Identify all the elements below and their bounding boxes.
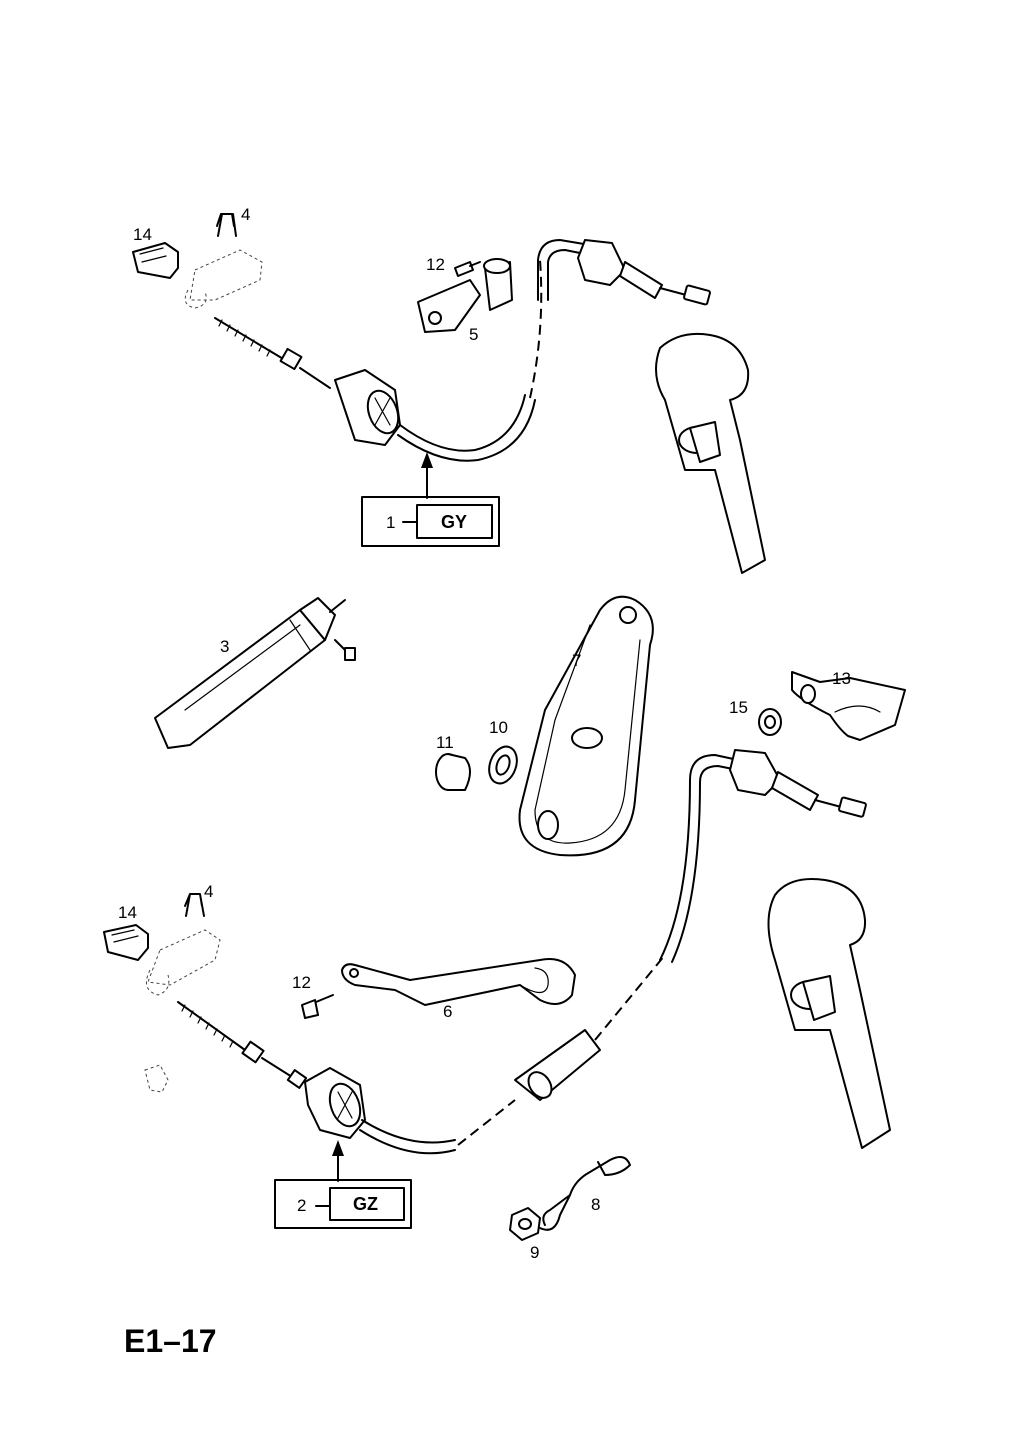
callout-2: 2 — [297, 1196, 306, 1215]
cable-run-bottom-a-outer — [359, 1129, 456, 1155]
part-12-screw-bottom — [301, 994, 334, 1019]
cable-run-top-dashed — [529, 259, 543, 399]
cable-run-top-a-outer — [397, 399, 536, 462]
cable-run-top-a — [399, 394, 526, 452]
callout-14-bottom: 14 — [118, 903, 137, 922]
cable-run-bottom-a — [361, 1119, 456, 1144]
part-14-clip-block-top — [132, 242, 179, 279]
part-4-spring-clip-top — [216, 213, 237, 237]
clutch-pedal-top — [655, 332, 766, 574]
callout-7: 7 — [572, 651, 581, 670]
part-11-bush — [435, 753, 471, 791]
cable-run-bottom-dashed-b — [594, 954, 666, 1041]
callout-4-bottom: 4 — [204, 882, 213, 901]
part-15-washer — [758, 708, 782, 736]
cable-run-bottom-b — [659, 754, 739, 961]
box-code-gy: GY — [441, 512, 467, 532]
ghost-clip-bottom — [144, 1064, 169, 1093]
callout-12-top: 12 — [426, 255, 445, 274]
part-13-bracket — [791, 671, 906, 741]
callout-4-top: 4 — [241, 205, 250, 224]
callout-12-bottom: 12 — [292, 973, 311, 992]
cable-pedal-end-bottom — [729, 749, 867, 818]
page-reference: E1–17 — [124, 1323, 217, 1359]
bottom-assembly — [103, 749, 891, 1241]
callout-3: 3 — [220, 637, 229, 656]
cable-run-top-b — [537, 239, 591, 301]
cable-run-bottom-dashed-a — [457, 1099, 516, 1146]
part-5-bracket — [417, 258, 513, 333]
part-8-retaining-spring — [539, 1155, 631, 1231]
part-12-screw-top — [454, 261, 481, 277]
callout-labels: 14 4 12 5 1 GY 3 7 13 15 11 10 14 4 12 6… — [118, 205, 851, 1359]
ghost-bracket-top — [184, 249, 263, 309]
part-9-nut — [509, 1207, 541, 1241]
box-code-gz: GZ — [353, 1194, 378, 1214]
cable-pedal-end-top — [577, 239, 711, 306]
cable-run-bottom-b-outer — [671, 765, 739, 963]
part-14-clip-block-bottom — [103, 924, 149, 961]
cable-threaded-end-top — [214, 317, 331, 389]
cable-sleeve-bottom — [514, 1029, 601, 1101]
callout-14-top: 14 — [133, 225, 152, 244]
ghost-bracket-bottom — [145, 929, 221, 996]
clutch-pedal-bottom — [767, 878, 891, 1149]
cable-run-top-b-outer — [547, 249, 591, 301]
part-7-lever-plate — [518, 595, 654, 857]
part-6-support-bracket — [341, 958, 576, 1006]
label-box-gz — [274, 1140, 412, 1229]
top-assembly — [132, 213, 766, 574]
callout-1: 1 — [386, 513, 395, 532]
callout-10: 10 — [489, 718, 508, 737]
part-4-spring-clip-bottom — [184, 893, 205, 917]
callout-5: 5 — [469, 325, 478, 344]
callout-15: 15 — [729, 698, 748, 717]
callout-8: 8 — [591, 1195, 600, 1214]
cable-adjuster-bottom — [304, 1067, 366, 1139]
callout-6: 6 — [443, 1002, 452, 1021]
part-3-lubricant-tube — [154, 597, 356, 749]
callout-13: 13 — [832, 669, 851, 688]
callout-9: 9 — [530, 1243, 539, 1262]
middle-parts — [154, 595, 906, 857]
callout-11: 11 — [436, 733, 454, 752]
part-10-washer — [488, 745, 518, 785]
cable-adjuster-top — [334, 369, 401, 446]
label-box-gy — [361, 452, 500, 547]
cable-threaded-end-bottom — [177, 1001, 308, 1089]
